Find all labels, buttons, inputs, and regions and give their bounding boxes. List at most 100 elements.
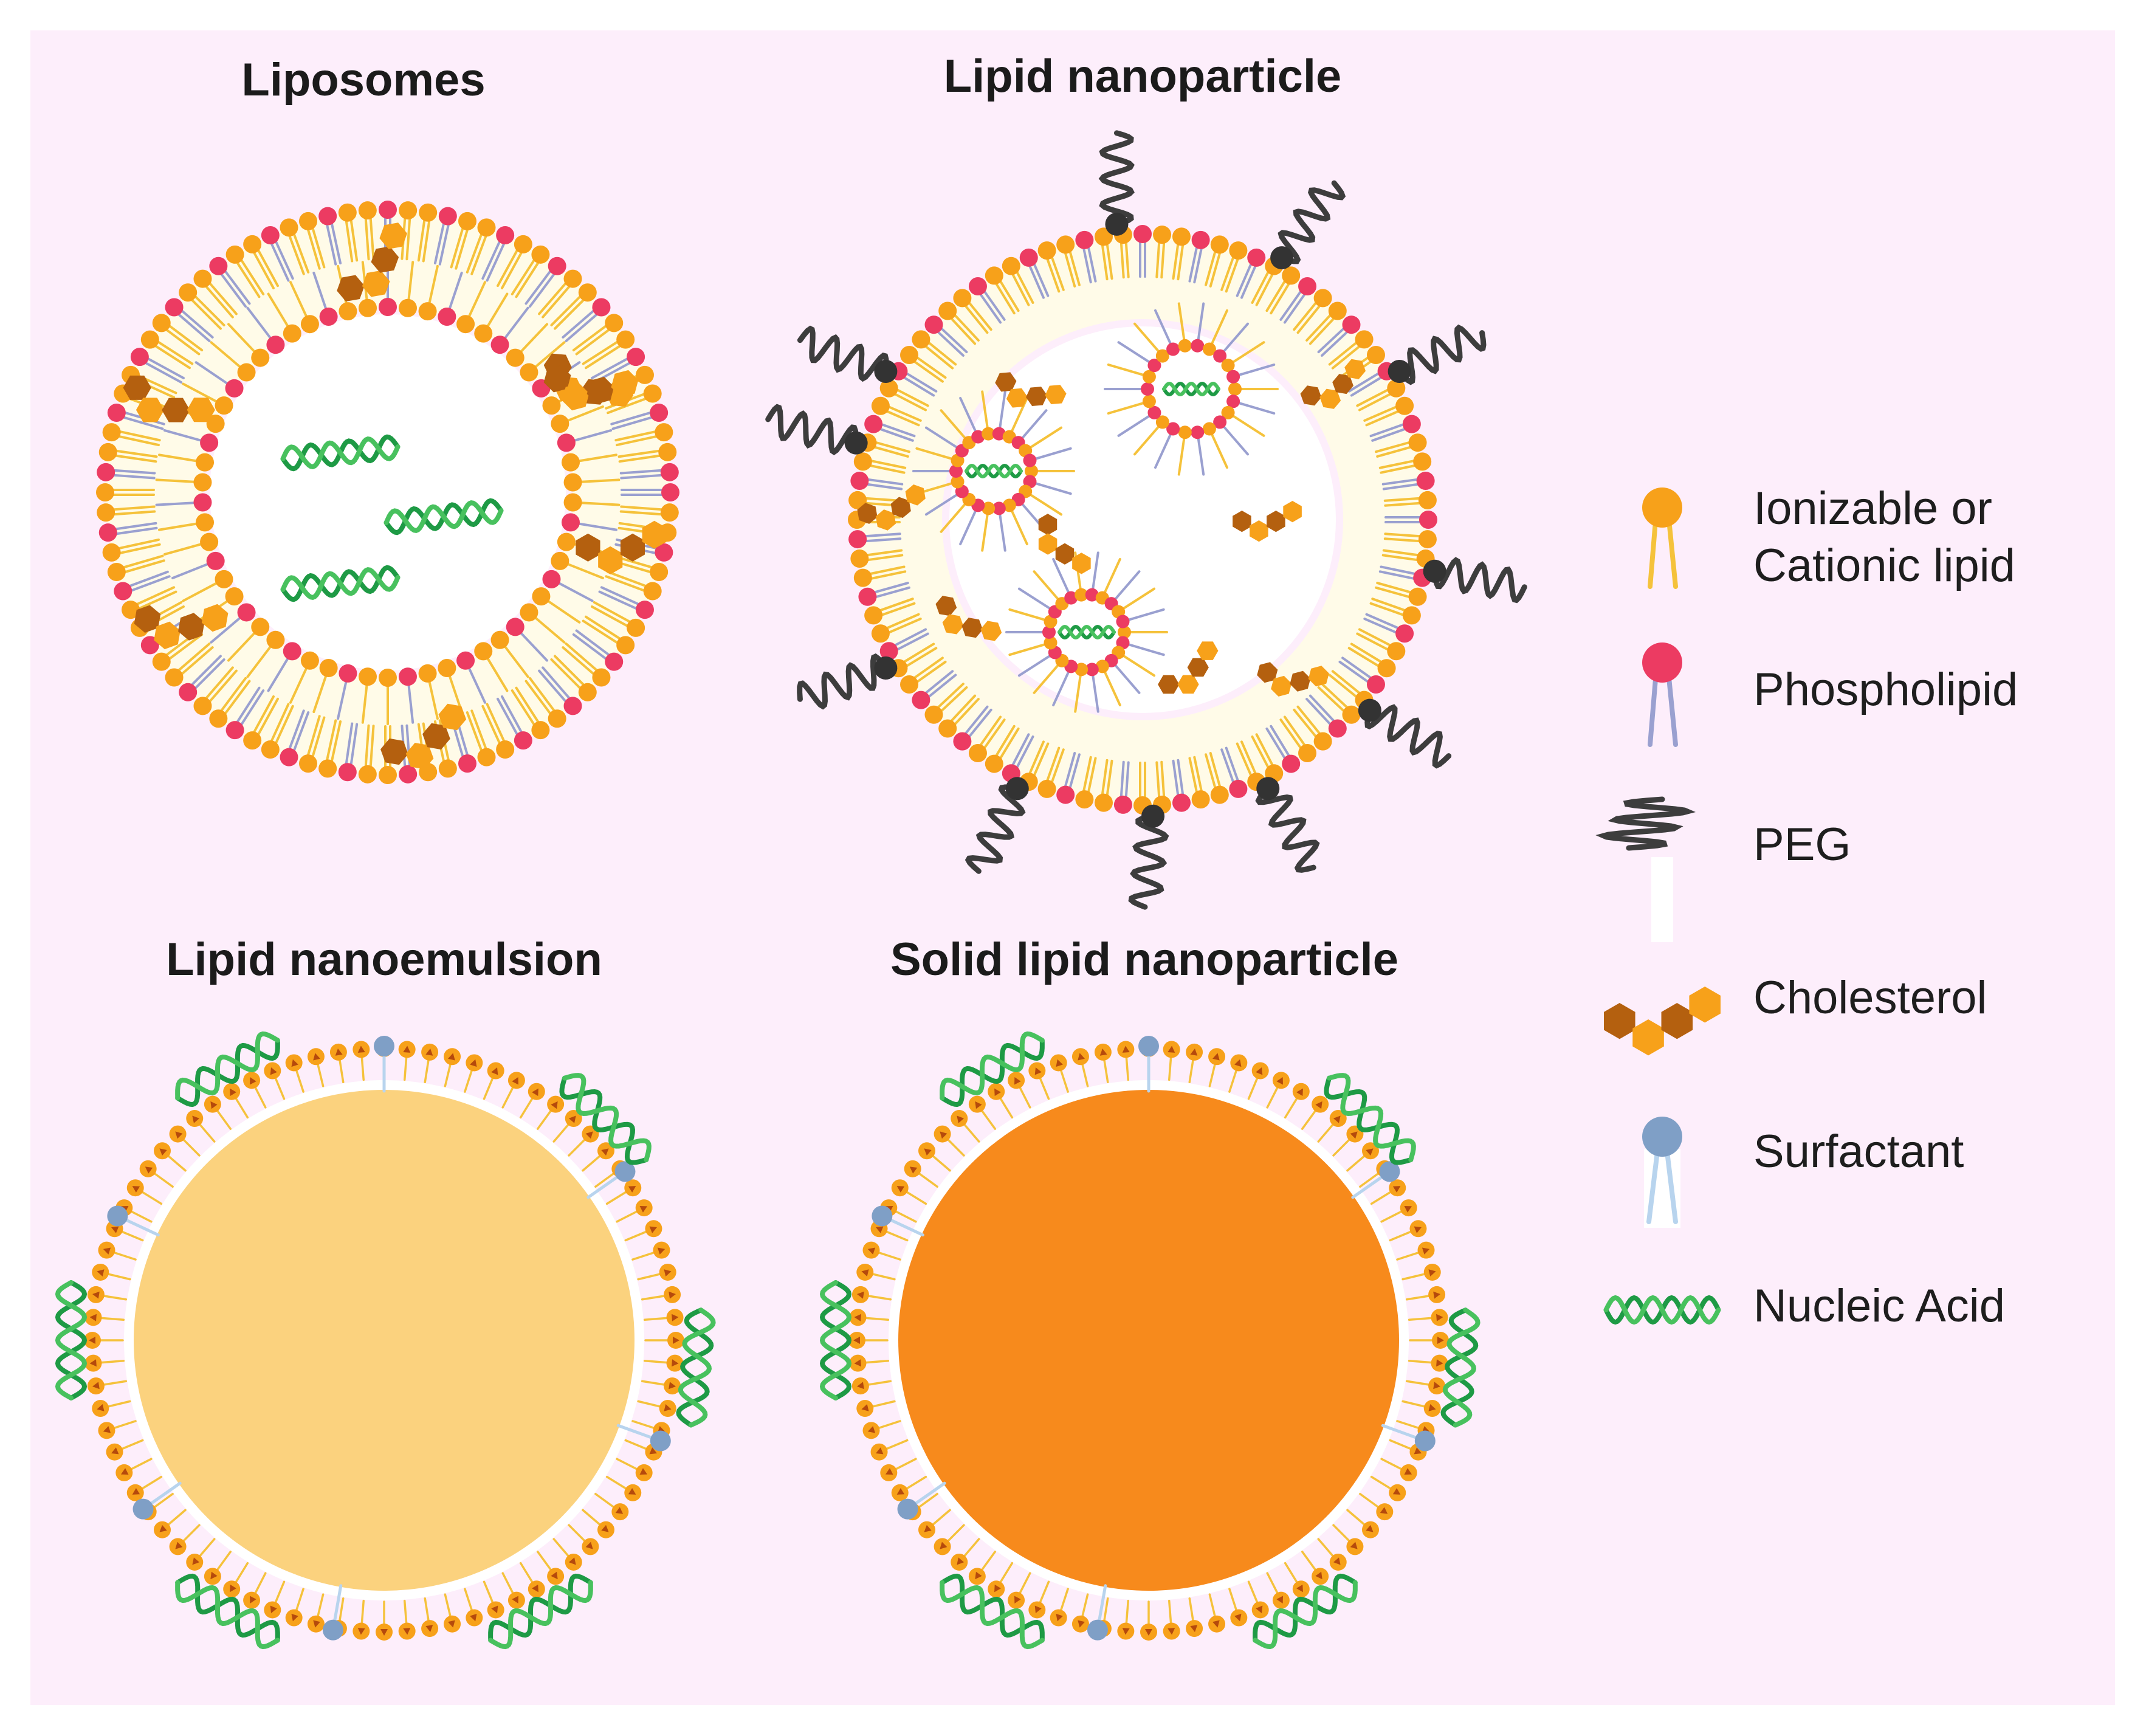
lipid-tail (1046, 746, 1061, 782)
lipid-tail (886, 613, 920, 630)
legend-phospholipid-icon (1642, 642, 1682, 747)
lipid-tail (536, 1108, 554, 1130)
shell-triangle (664, 1269, 672, 1276)
inverted-micelle (912, 390, 1075, 552)
lipid-head (438, 659, 456, 678)
lipid-tail (1365, 410, 1399, 427)
lipid-head (102, 423, 121, 442)
lipid-head (514, 235, 532, 253)
lipid-tail (364, 218, 370, 261)
lipid-head (399, 765, 418, 784)
legend-nucleic-acid-icon (1603, 1295, 1721, 1325)
lipid-tail (1408, 1317, 1435, 1321)
shell-triangle (957, 1115, 965, 1123)
lipid-tail (118, 538, 160, 549)
nucleic-acid (280, 565, 401, 602)
lipid-tail (1380, 464, 1416, 474)
lipid-tail (981, 390, 990, 435)
shell-triangle (1122, 1628, 1130, 1635)
lipid-tail (607, 570, 647, 587)
lipid-head (1328, 719, 1347, 738)
shell-triangle (1168, 1628, 1175, 1635)
lipid-head (1025, 464, 1038, 478)
lipid-tail (1383, 497, 1420, 502)
shell-triangle (1234, 1059, 1242, 1067)
lipid-tail (879, 428, 914, 442)
lipid-head (635, 601, 654, 619)
lipid-tail (220, 273, 247, 308)
lipid-tail (467, 667, 486, 704)
lipid-tail (1381, 478, 1419, 486)
lipid-tail (979, 1551, 997, 1572)
lipid-tail (927, 673, 957, 698)
shell-triangle (1404, 1206, 1412, 1213)
lipid-tail (950, 694, 977, 722)
lipid-tail (1008, 504, 1028, 546)
cholesterol-ring (1604, 1003, 1635, 1039)
cholesterol-ring (1038, 514, 1058, 536)
lipid-tail (448, 271, 463, 310)
shell-triangle (1422, 1247, 1430, 1255)
lipid-head (209, 709, 228, 728)
lipid-tail (181, 1137, 201, 1157)
lipid-head (561, 453, 580, 472)
shell-triangle (1212, 1620, 1220, 1628)
lipid-head (982, 427, 996, 441)
cholesterol-ring (1072, 553, 1091, 574)
lipid-head (379, 766, 397, 784)
lipid-head (1075, 663, 1088, 677)
title-lipid-nanoemulsion: Lipid nanoemulsion (166, 934, 602, 985)
lipid-head (1178, 425, 1192, 439)
lipid-tail (349, 723, 359, 765)
lipid-tail (119, 1230, 144, 1242)
lipid-head (1408, 587, 1427, 606)
lipid-head (458, 212, 477, 230)
lipid-tail (1228, 1067, 1238, 1093)
lipid-tail (906, 372, 938, 393)
lipid-tail (552, 1121, 571, 1143)
lipid-head (506, 618, 524, 636)
lipid-head (1282, 754, 1301, 773)
lipid-head (542, 570, 561, 588)
nucleic-acid (965, 463, 1023, 479)
lipid-head (1387, 379, 1406, 398)
lipid-tail (198, 1538, 216, 1559)
lipid-head (206, 415, 225, 433)
lipid-tail (273, 1580, 286, 1605)
nucleic-acid (488, 1573, 593, 1650)
lipid-tail (954, 698, 980, 725)
lipid-tail (999, 727, 1020, 759)
cholesterol-ring (875, 509, 896, 531)
lipid-head (1191, 425, 1205, 439)
lipid-head (992, 501, 1006, 515)
lipid-tail (888, 405, 922, 422)
lipid-tail (105, 1400, 131, 1408)
nucleic-strand (819, 1280, 852, 1400)
lipid-head (1313, 289, 1332, 308)
lipid-head (477, 218, 496, 237)
lipid-tail (369, 725, 375, 768)
cholesterol-ring (890, 497, 911, 518)
shell-triangle (551, 1571, 558, 1580)
nucleic-strand (1162, 381, 1220, 397)
lipid-tail (617, 449, 660, 458)
lipid-tail (1383, 537, 1420, 543)
lipid-tail (637, 1400, 663, 1408)
lipid-head (179, 683, 198, 701)
nucleic-acid (1162, 381, 1220, 397)
lipid-head (300, 315, 319, 334)
lipid-tail (594, 1171, 616, 1188)
lipid-tail (311, 227, 326, 269)
cholesterol-ring (1300, 385, 1322, 406)
lipid-tail (1232, 363, 1276, 378)
lipid-head (1395, 396, 1414, 415)
lipid-tail (1378, 460, 1415, 469)
nucleic-strand (559, 1075, 649, 1165)
lipid-tail (1017, 1084, 1031, 1109)
lipid-tail (1328, 673, 1358, 698)
title-liposomes: Liposomes (241, 54, 486, 106)
peg-anchor (1270, 246, 1294, 270)
lipid-tail (1117, 651, 1156, 677)
lipid-head (616, 636, 635, 655)
lipid-tail (534, 616, 566, 644)
